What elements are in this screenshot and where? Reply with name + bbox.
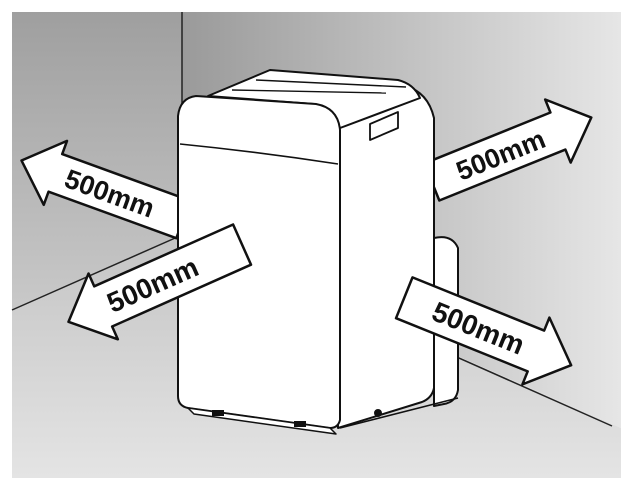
- arrow-right-lower: 500mm: [394, 276, 573, 386]
- clearance-arrow-icon: [67, 223, 253, 341]
- drain-port-icon: [374, 409, 382, 417]
- top-panel-line: [231, 89, 387, 94]
- arrow-left-lower: 500mm: [67, 223, 253, 341]
- front-panel-seam: [179, 143, 339, 165]
- unit-handle: [369, 111, 399, 141]
- unit-base: [187, 407, 337, 435]
- unit-side-panel: [335, 85, 435, 429]
- unit-foot: [212, 410, 224, 416]
- portable-air-conditioner-icon: [177, 69, 459, 435]
- top-panel-line: [255, 79, 407, 88]
- unit-foot: [294, 421, 306, 427]
- unit-base-line: [339, 397, 459, 429]
- clearance-arrow-icon: [423, 98, 593, 202]
- clearance-arrow-icon: [394, 276, 573, 386]
- left-wall: [12, 12, 182, 310]
- floor-left-edge: [11, 234, 183, 311]
- arrow-right-upper: 500mm: [423, 98, 593, 202]
